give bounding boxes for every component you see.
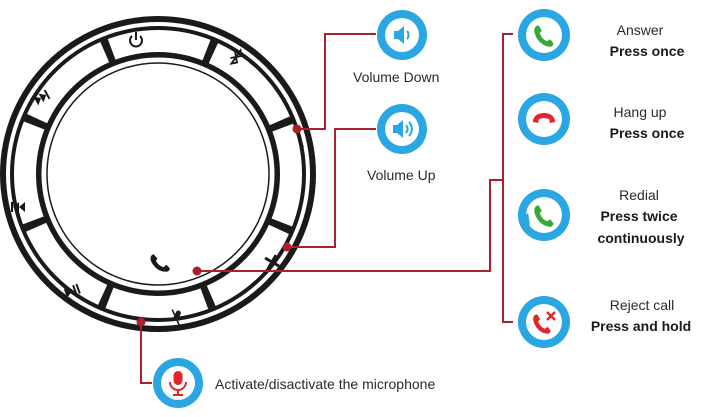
volume-up-callout-line	[287, 128, 376, 248]
play-pause-icon[interactable]	[63, 283, 81, 299]
redial-gesture-line2: continuously	[597, 230, 685, 246]
volume-minus-icon[interactable]	[296, 131, 304, 149]
reject-call-gesture-label: Press and hold	[590, 318, 692, 334]
device-center-rim	[38, 54, 278, 294]
answer-action-label: Answer	[616, 22, 664, 38]
microphone-label: Activate/disactivate the microphone	[215, 376, 436, 392]
volume-up-label: Volume Up	[367, 167, 436, 183]
bluetooth-icon[interactable]	[228, 48, 244, 66]
volume-down-label: Volume Down	[353, 69, 440, 85]
redial-icon	[518, 189, 570, 241]
next-track-icon[interactable]	[33, 89, 51, 106]
callout-dots	[136, 124, 302, 327]
speakerphone-device	[0, 16, 316, 332]
microphone-callout-line	[140, 322, 152, 384]
speaker-low-icon	[377, 10, 427, 60]
ring-button-segment[interactable]	[208, 43, 290, 126]
reject-call-icon	[518, 296, 570, 348]
answer-call-icon	[518, 9, 570, 61]
ring-button-segment[interactable]	[107, 30, 211, 61]
callout-lines	[140, 33, 513, 384]
ring-button-segment[interactable]	[13, 121, 45, 225]
ring-button-segment[interactable]	[206, 224, 289, 306]
redial-gesture-line1: Press twice	[600, 208, 678, 224]
previous-track-icon[interactable]	[11, 202, 25, 212]
call-functions-callout-line	[197, 33, 513, 272]
microphone-icon	[153, 358, 203, 408]
ring-button-segments	[13, 30, 302, 319]
answer-gesture-label: Press once	[609, 43, 685, 59]
ring-button-segment[interactable]	[26, 222, 108, 305]
device-center-inner-rim	[46, 62, 270, 286]
ring-button-segment[interactable]	[271, 123, 302, 227]
redial-action-label: Redial	[619, 187, 659, 203]
device-center-face	[40, 56, 276, 292]
hang-up-gesture-label: Press once	[609, 125, 685, 141]
power-icon[interactable]	[129, 32, 143, 48]
volume-down-callout-line	[297, 33, 376, 130]
ring-button-segment[interactable]	[27, 42, 110, 124]
mute-icon[interactable]	[167, 308, 186, 327]
call-functions-callout-branch	[502, 180, 513, 323]
reject-call-action-label: Reject call	[609, 297, 675, 313]
hang-up-action-label: Hang up	[613, 104, 667, 120]
speaker-high-icon	[377, 104, 427, 154]
ring-button-segment[interactable]	[105, 287, 209, 319]
hang-up-icon	[518, 93, 570, 145]
volume-plus-icon[interactable]	[261, 251, 283, 273]
